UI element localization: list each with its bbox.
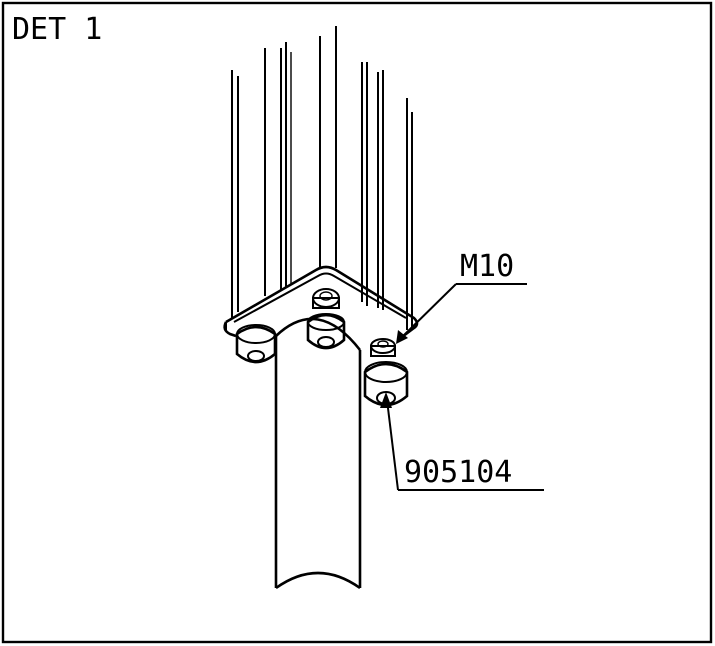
callout-905104: 905104 — [380, 392, 544, 491]
detail-title: DET 1 — [12, 12, 102, 47]
callout-m10-label: M10 — [460, 249, 514, 284]
base-plate — [223, 265, 419, 342]
right-small-nut — [370, 338, 396, 357]
top-nut — [312, 288, 340, 309]
left-cap-nut — [235, 324, 277, 364]
support-tube — [274, 317, 362, 590]
center-cap-nut — [306, 313, 346, 350]
callout-m10: M10 — [396, 249, 527, 344]
callout-905104-label: 905104 — [404, 455, 512, 490]
profile-column — [231, 26, 413, 330]
